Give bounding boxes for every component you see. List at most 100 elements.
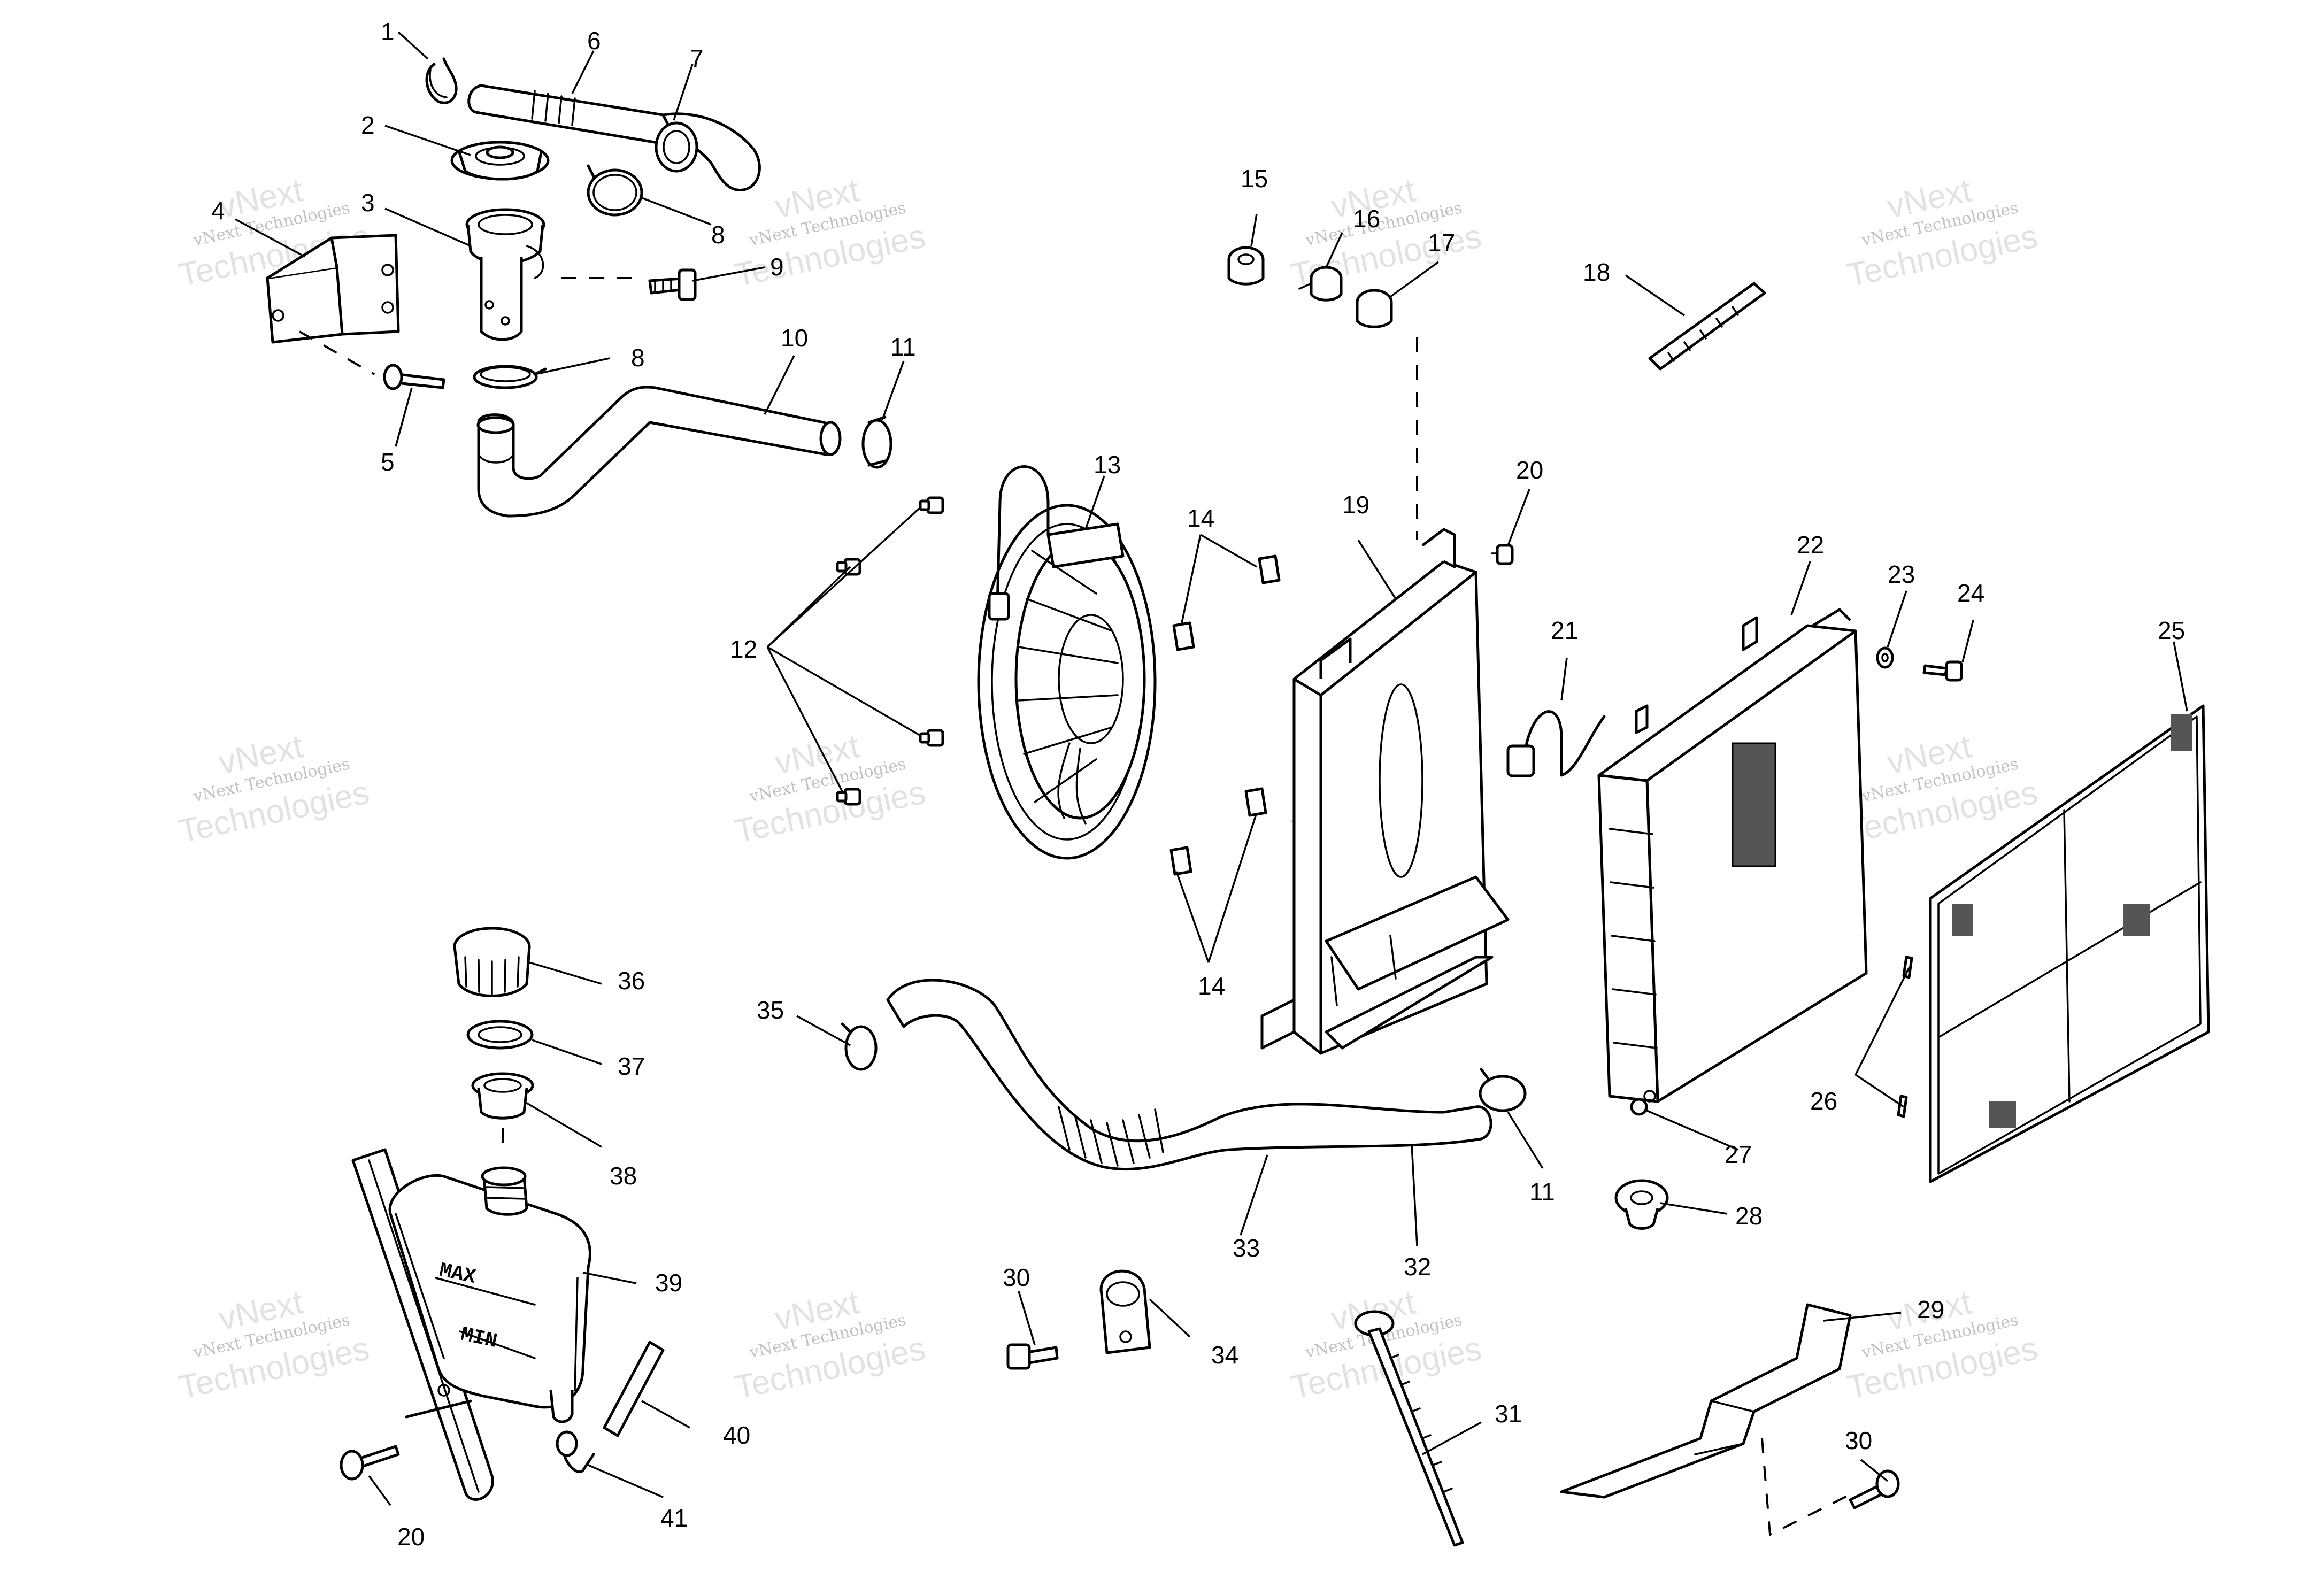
part-14-clips (1169, 554, 1281, 876)
part-13-cooling-fan (977, 465, 1157, 860)
callout-6: 6 (587, 27, 601, 55)
callout-41: 41 (660, 1504, 688, 1532)
callout-22: 22 (1797, 531, 1824, 559)
callout-29: 29 (1917, 1296, 1944, 1323)
callout-35: 35 (757, 996, 784, 1024)
part-26-pins (1897, 956, 1913, 1118)
callout-39: 39 (655, 1269, 682, 1297)
part-3-filler-neck (465, 208, 545, 341)
callout-2: 2 (361, 111, 375, 139)
part-11-hose-clamp (861, 415, 892, 469)
part-34-clamp-bracket (1099, 1269, 1151, 1354)
callout-38: 38 (610, 1162, 637, 1190)
part-38-filler-adapter (471, 1072, 534, 1120)
callout-1: 1 (381, 18, 395, 45)
callout-28: 28 (1735, 1202, 1763, 1230)
part-12-rivets (836, 496, 944, 806)
part-28-grommet (1614, 1179, 1669, 1230)
part-20-screw-lower (340, 1445, 400, 1481)
part-39-coolant-reservoir: MAX MIN (388, 1166, 591, 1423)
callout-40: 40 (723, 1421, 750, 1449)
part-21-wire-harness (1506, 710, 1606, 777)
callout-17: 17 (1428, 229, 1455, 257)
callout-14-lower: 14 (1198, 972, 1225, 1000)
callout-10: 10 (781, 324, 808, 352)
callout-16: 16 (1353, 205, 1380, 233)
callout-11-upper: 11 (890, 333, 916, 361)
part-15-bushing (1227, 246, 1265, 286)
part-16-grommet (1298, 266, 1343, 302)
frame-tube (351, 1148, 494, 1501)
callout-4: 4 (211, 197, 225, 225)
part-17-bushing (1356, 289, 1393, 328)
callout-27: 27 (1725, 1141, 1752, 1168)
callout-8-lower: 8 (631, 344, 645, 372)
part-8-hose-clamp-lower (473, 365, 547, 389)
part-35-hose-clamp (841, 1022, 878, 1071)
part-37-seal (466, 1020, 534, 1050)
callout-7: 7 (690, 44, 704, 72)
callout-labels: 1 6 7 2 8 3 4 9 8 10 11 5 12 13 14 14 15… (211, 18, 2185, 1551)
callout-21: 21 (1551, 617, 1578, 644)
part-24-screw (1922, 660, 1963, 682)
callout-30-left: 30 (1003, 1264, 1030, 1291)
part-41-fitting (556, 1430, 595, 1473)
part-5-bolt (383, 364, 445, 390)
callout-20-lower: 20 (397, 1523, 425, 1551)
part-22-radiator (1597, 608, 1868, 1103)
part-23-washer (1876, 646, 1894, 669)
part-20-screw-upper (1491, 544, 1514, 565)
part-10-hose (476, 386, 842, 518)
callout-36: 36 (618, 967, 645, 995)
callout-5: 5 (381, 448, 395, 476)
callout-37: 37 (618, 1052, 645, 1080)
callout-20-upper: 20 (1516, 456, 1543, 484)
part-9-screw (648, 268, 697, 301)
part-40-overflow-tube (603, 1341, 665, 1437)
callout-19: 19 (1342, 491, 1369, 519)
callout-24: 24 (1957, 579, 1984, 607)
callout-18: 18 (1583, 258, 1610, 286)
part-11-hose-clamp-lower (1479, 1068, 1527, 1112)
callout-23: 23 (1888, 560, 1915, 588)
callout-3: 3 (361, 189, 375, 217)
callout-8-upper: 8 (711, 221, 725, 249)
part-31-threaded-rod (1354, 1310, 1464, 1547)
part-27-drain (1630, 1098, 1648, 1116)
callout-30-right: 30 (1845, 1427, 1872, 1454)
callout-31: 31 (1495, 1400, 1522, 1428)
part-33-radiator-hose (886, 979, 1492, 1171)
callout-15: 15 (1241, 165, 1268, 192)
part-4-mounting-bracket (266, 234, 400, 344)
callout-25: 25 (2158, 617, 2185, 644)
callout-14-upper: 14 (1187, 504, 1214, 532)
part-6-upper-hose (467, 84, 678, 146)
leader-lines (235, 31, 2188, 1506)
part-29-mounting-bracket (1560, 1303, 1852, 1499)
callout-13: 13 (1094, 451, 1121, 479)
callout-12: 12 (730, 635, 757, 663)
part-30-bolt-right (1849, 1469, 1900, 1509)
callout-32: 32 (1404, 1253, 1431, 1281)
part-30-bolt-left (1006, 1343, 1059, 1370)
part-7-hose-elbow (655, 112, 761, 191)
part-2-radiator-cap (450, 141, 550, 181)
part-25-radiator-screen (1929, 704, 2210, 1183)
part-1-clamp (425, 57, 458, 104)
callout-9: 9 (770, 253, 784, 281)
part-8-hose-clamp-upper (587, 164, 643, 217)
part-19-fan-shroud (1260, 528, 1510, 1055)
part-18-strap (1648, 282, 1766, 371)
callout-11-lower: 11 (1529, 1178, 1555, 1206)
callout-33: 33 (1233, 1234, 1260, 1262)
part-36-reservoir-cap (453, 927, 531, 997)
callout-26: 26 (1810, 1087, 1837, 1115)
callout-34: 34 (1211, 1341, 1238, 1369)
